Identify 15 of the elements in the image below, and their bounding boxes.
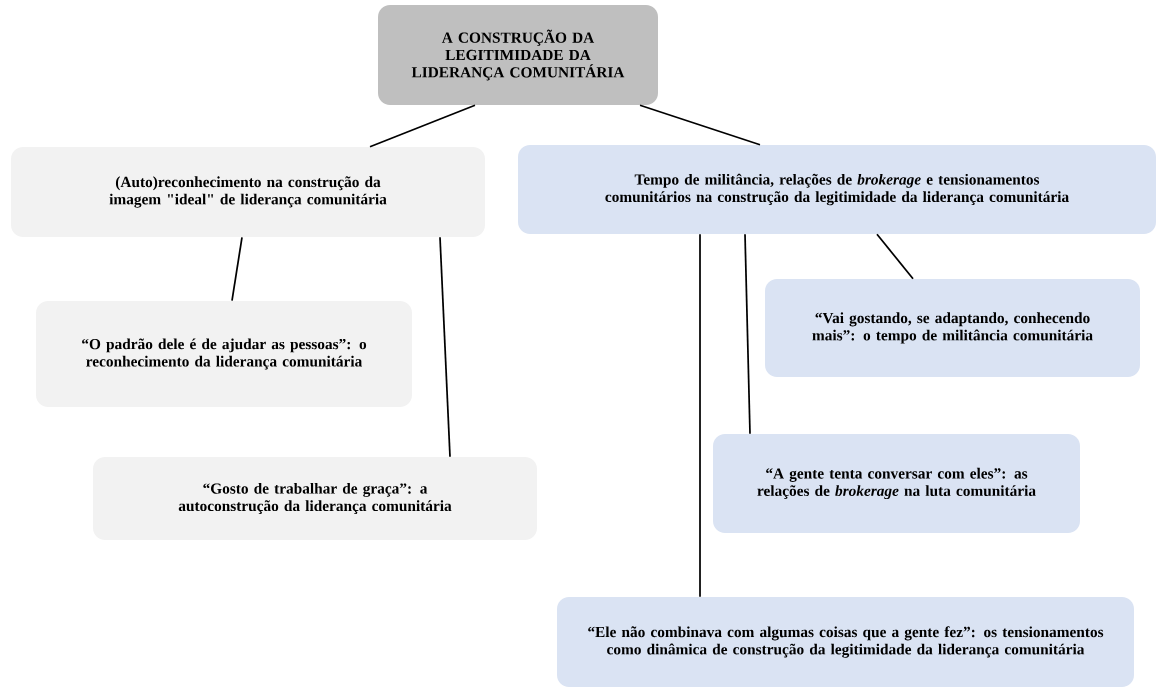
- topic-box: “O padrão dele é de ajudar as pessoas”: o reconhecimento da liderança comunitária: [36, 301, 412, 407]
- topic-box: (Auto)reconhecimento na construção da imagem "ideal" de liderança comunitária: [11, 147, 485, 237]
- connector-line: [369, 104, 476, 148]
- connector-line: [876, 233, 914, 280]
- topic-box: “A gente tenta conversar com eles”: as relações de brokerage na luta comunitária: [713, 434, 1080, 533]
- connector-line: [231, 236, 243, 302]
- connector-line: [699, 233, 701, 598]
- topic-box: “Gosto de trabalhar de graça”: a autoconstrução da liderança comunitária: [93, 457, 537, 540]
- topic-box: “Ele não combinava com algumas coisas que a gente fez”: os tensionamentos como dinâmica de construção da legitimidade da liderança comunitária: [557, 597, 1134, 687]
- connector-line: [744, 233, 751, 435]
- topic-box: “Vai gostando, se adaptando, conhecendo mais”: o tempo de militância comunitária: [765, 279, 1140, 377]
- connector-line: [439, 236, 451, 458]
- title-box: A CONSTRUÇÃO DA LEGITIMIDADE DA LIDERANÇA COMUNITÁRIA: [378, 5, 658, 105]
- topic-box: Tempo de militância, relações de brokerage e tensionamentos comunitários na construção da legitimidade da liderança comunitária: [518, 145, 1156, 234]
- connector-line: [639, 104, 761, 146]
